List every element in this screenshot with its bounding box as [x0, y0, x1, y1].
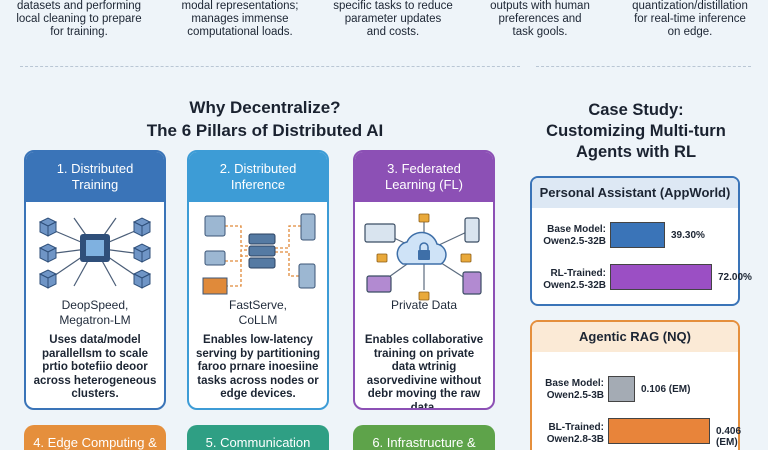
- case-study-title: Case Study: Customizing Multi-turn Agent…: [524, 100, 748, 163]
- pillar-description: Enables low-latency serving by partition…: [196, 334, 320, 400]
- bar-value: 0.406 (EM): [716, 426, 742, 448]
- case-study-title-line1: Case Study:: [588, 101, 684, 119]
- top-text-2: modal representations; manages immense c…: [181, 0, 299, 38]
- divider: [536, 66, 751, 67]
- pillar-card-infrastructure: 6. Infrastructure &: [353, 425, 495, 450]
- case-study-title-line2: Customizing Multi-turn: [546, 122, 726, 140]
- case-box-title: Personal Assistant (AppWorld): [532, 178, 738, 208]
- pillar-card-inference: 2. Distributed Inference FastServe, CoLL…: [187, 150, 329, 410]
- top-text-3: specific tasks to reduce parameter updat…: [333, 0, 453, 38]
- top-text-4: outputs with human preferences and task …: [490, 0, 590, 38]
- pillar-title: 3. Federated Learning (FL): [355, 152, 493, 202]
- pillar-title: 2. Distributed Inference: [189, 152, 327, 202]
- case-box-appworld: Personal Assistant (AppWorld) Base Model…: [530, 176, 752, 306]
- case-box-rag: Agentic RAG (NQ) Base Model: Owen2.5-3B …: [530, 320, 742, 450]
- pillar-description: Uses data/model parallellsm to scale prt…: [33, 334, 157, 400]
- bar-base-model: [608, 376, 635, 402]
- pillar-card-communication: 5. Communication: [187, 425, 329, 450]
- pillar-card-training: 1. Distributed Training DeopSpeed, Megat…: [24, 150, 166, 410]
- cloud-lock-icon: [364, 213, 482, 301]
- top-text-strip: datasets and performing local cleaning t…: [0, 0, 768, 44]
- case-study-title-line3: Agents with RL: [575, 143, 697, 161]
- main-title: Why Decentralize? The 6 Pillars of Distr…: [100, 96, 430, 142]
- top-text-1: datasets and performing local cleaning t…: [16, 0, 142, 38]
- pillar-card-edge: 4. Edge Computing &: [24, 425, 166, 450]
- divider: [20, 66, 520, 67]
- main-title-line2: The 6 Pillars of Distributed AI: [146, 121, 384, 140]
- pillar-title: 1. Distributed Training: [26, 152, 164, 202]
- pillar-tool: Private Data: [390, 298, 458, 312]
- pillar-card-federated: 3. Federated Learning (FL) Private Data …: [353, 150, 495, 410]
- bar-base-model: [610, 222, 665, 248]
- pillar-description: Enables collaborative training on privat…: [364, 334, 484, 410]
- case-box-title: Agentic RAG (NQ): [532, 322, 738, 352]
- bar-label: Base Model: Owen2.5-32B: [543, 224, 606, 247]
- bar-value: 0.106 (EM): [641, 384, 691, 395]
- bar-label: Base Model: Owen2.5-3B: [545, 378, 604, 401]
- bar-label: BL-Trained: Owen2.8-3B: [546, 422, 604, 445]
- server-network-icon: [202, 213, 316, 295]
- bar-value: 39.30%: [671, 230, 705, 241]
- pillar-tool: FastServe, CoLLM: [228, 298, 288, 327]
- pillar-tool: DeopSpeed, Megatron-LM: [59, 298, 131, 327]
- bar-value: 72.00%: [718, 272, 752, 283]
- main-title-line1: Why Decentralize?: [189, 98, 341, 117]
- bar-label: RL-Trained: Owen2.5-32B: [543, 268, 606, 291]
- bar-rl-trained: [608, 418, 710, 444]
- bar-rl-trained: [610, 264, 712, 290]
- top-text-5: quantization/distillation for real-time …: [632, 0, 748, 38]
- gpu-cluster-icon: [38, 217, 152, 289]
